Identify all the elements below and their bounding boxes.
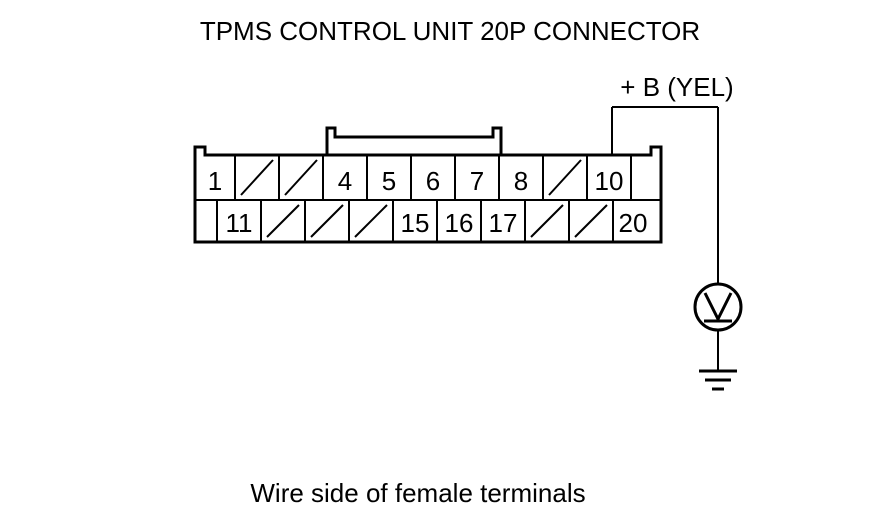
locking-tab bbox=[325, 126, 503, 155]
terminal-number: 1 bbox=[208, 166, 222, 196]
diagram-title: TPMS CONTROL UNIT 20P CONNECTOR bbox=[200, 16, 700, 46]
connector-outline bbox=[193, 145, 663, 244]
terminal-cell-empty bbox=[530, 204, 564, 238]
terminal-number: 4 bbox=[338, 166, 352, 196]
terminal-cell-empty bbox=[266, 204, 300, 238]
voltmeter-icon bbox=[693, 282, 743, 332]
terminal-number: 5 bbox=[382, 166, 396, 196]
terminal-cell: 4 bbox=[338, 166, 352, 196]
terminal-number: 8 bbox=[514, 166, 528, 196]
blank-slash bbox=[310, 204, 344, 238]
connector-body bbox=[193, 126, 663, 244]
blank-slash bbox=[574, 204, 608, 238]
terminal-cell-empty bbox=[310, 204, 344, 238]
terminal-cell: 10 bbox=[595, 166, 624, 196]
terminal-number: 7 bbox=[470, 166, 484, 196]
terminal-number: 16 bbox=[445, 208, 474, 238]
terminal-cell: 1 bbox=[208, 166, 222, 196]
diagram-caption: Wire side of female terminals bbox=[250, 478, 585, 508]
terminal-number: 6 bbox=[426, 166, 440, 196]
blank-slash bbox=[548, 159, 582, 196]
terminal-number: 10 bbox=[595, 166, 624, 196]
terminal-cell-empty bbox=[354, 204, 388, 238]
blank-slash bbox=[284, 159, 318, 196]
terminal-cell: 20 bbox=[619, 208, 648, 238]
terminal-number: 11 bbox=[226, 208, 253, 238]
blank-slash bbox=[266, 204, 300, 238]
blank-slash bbox=[240, 159, 274, 196]
terminal-cell: 17 bbox=[489, 208, 518, 238]
terminal-cell: 15 bbox=[401, 208, 430, 238]
terminal-cell: 6 bbox=[426, 166, 440, 196]
ground-icon bbox=[699, 369, 737, 391]
yel-wire bbox=[611, 106, 719, 370]
terminal-cell: 16 bbox=[445, 208, 474, 238]
terminal-cell-empty bbox=[574, 204, 608, 238]
terminal-number: 20 bbox=[619, 208, 648, 238]
terminal-cell-empty bbox=[548, 159, 582, 196]
terminal-number: 17 bbox=[489, 208, 518, 238]
terminal-cell: 11 bbox=[226, 208, 253, 238]
wire-label: + B (YEL) bbox=[620, 72, 733, 102]
terminal-number: 15 bbox=[401, 208, 430, 238]
terminal-cell: 7 bbox=[470, 166, 484, 196]
terminal-cell: 8 bbox=[514, 166, 528, 196]
terminal-cell: 5 bbox=[382, 166, 396, 196]
blank-slash bbox=[354, 204, 388, 238]
terminal-cell-empty bbox=[284, 159, 318, 196]
terminal-cell-empty bbox=[240, 159, 274, 196]
blank-slash bbox=[530, 204, 564, 238]
